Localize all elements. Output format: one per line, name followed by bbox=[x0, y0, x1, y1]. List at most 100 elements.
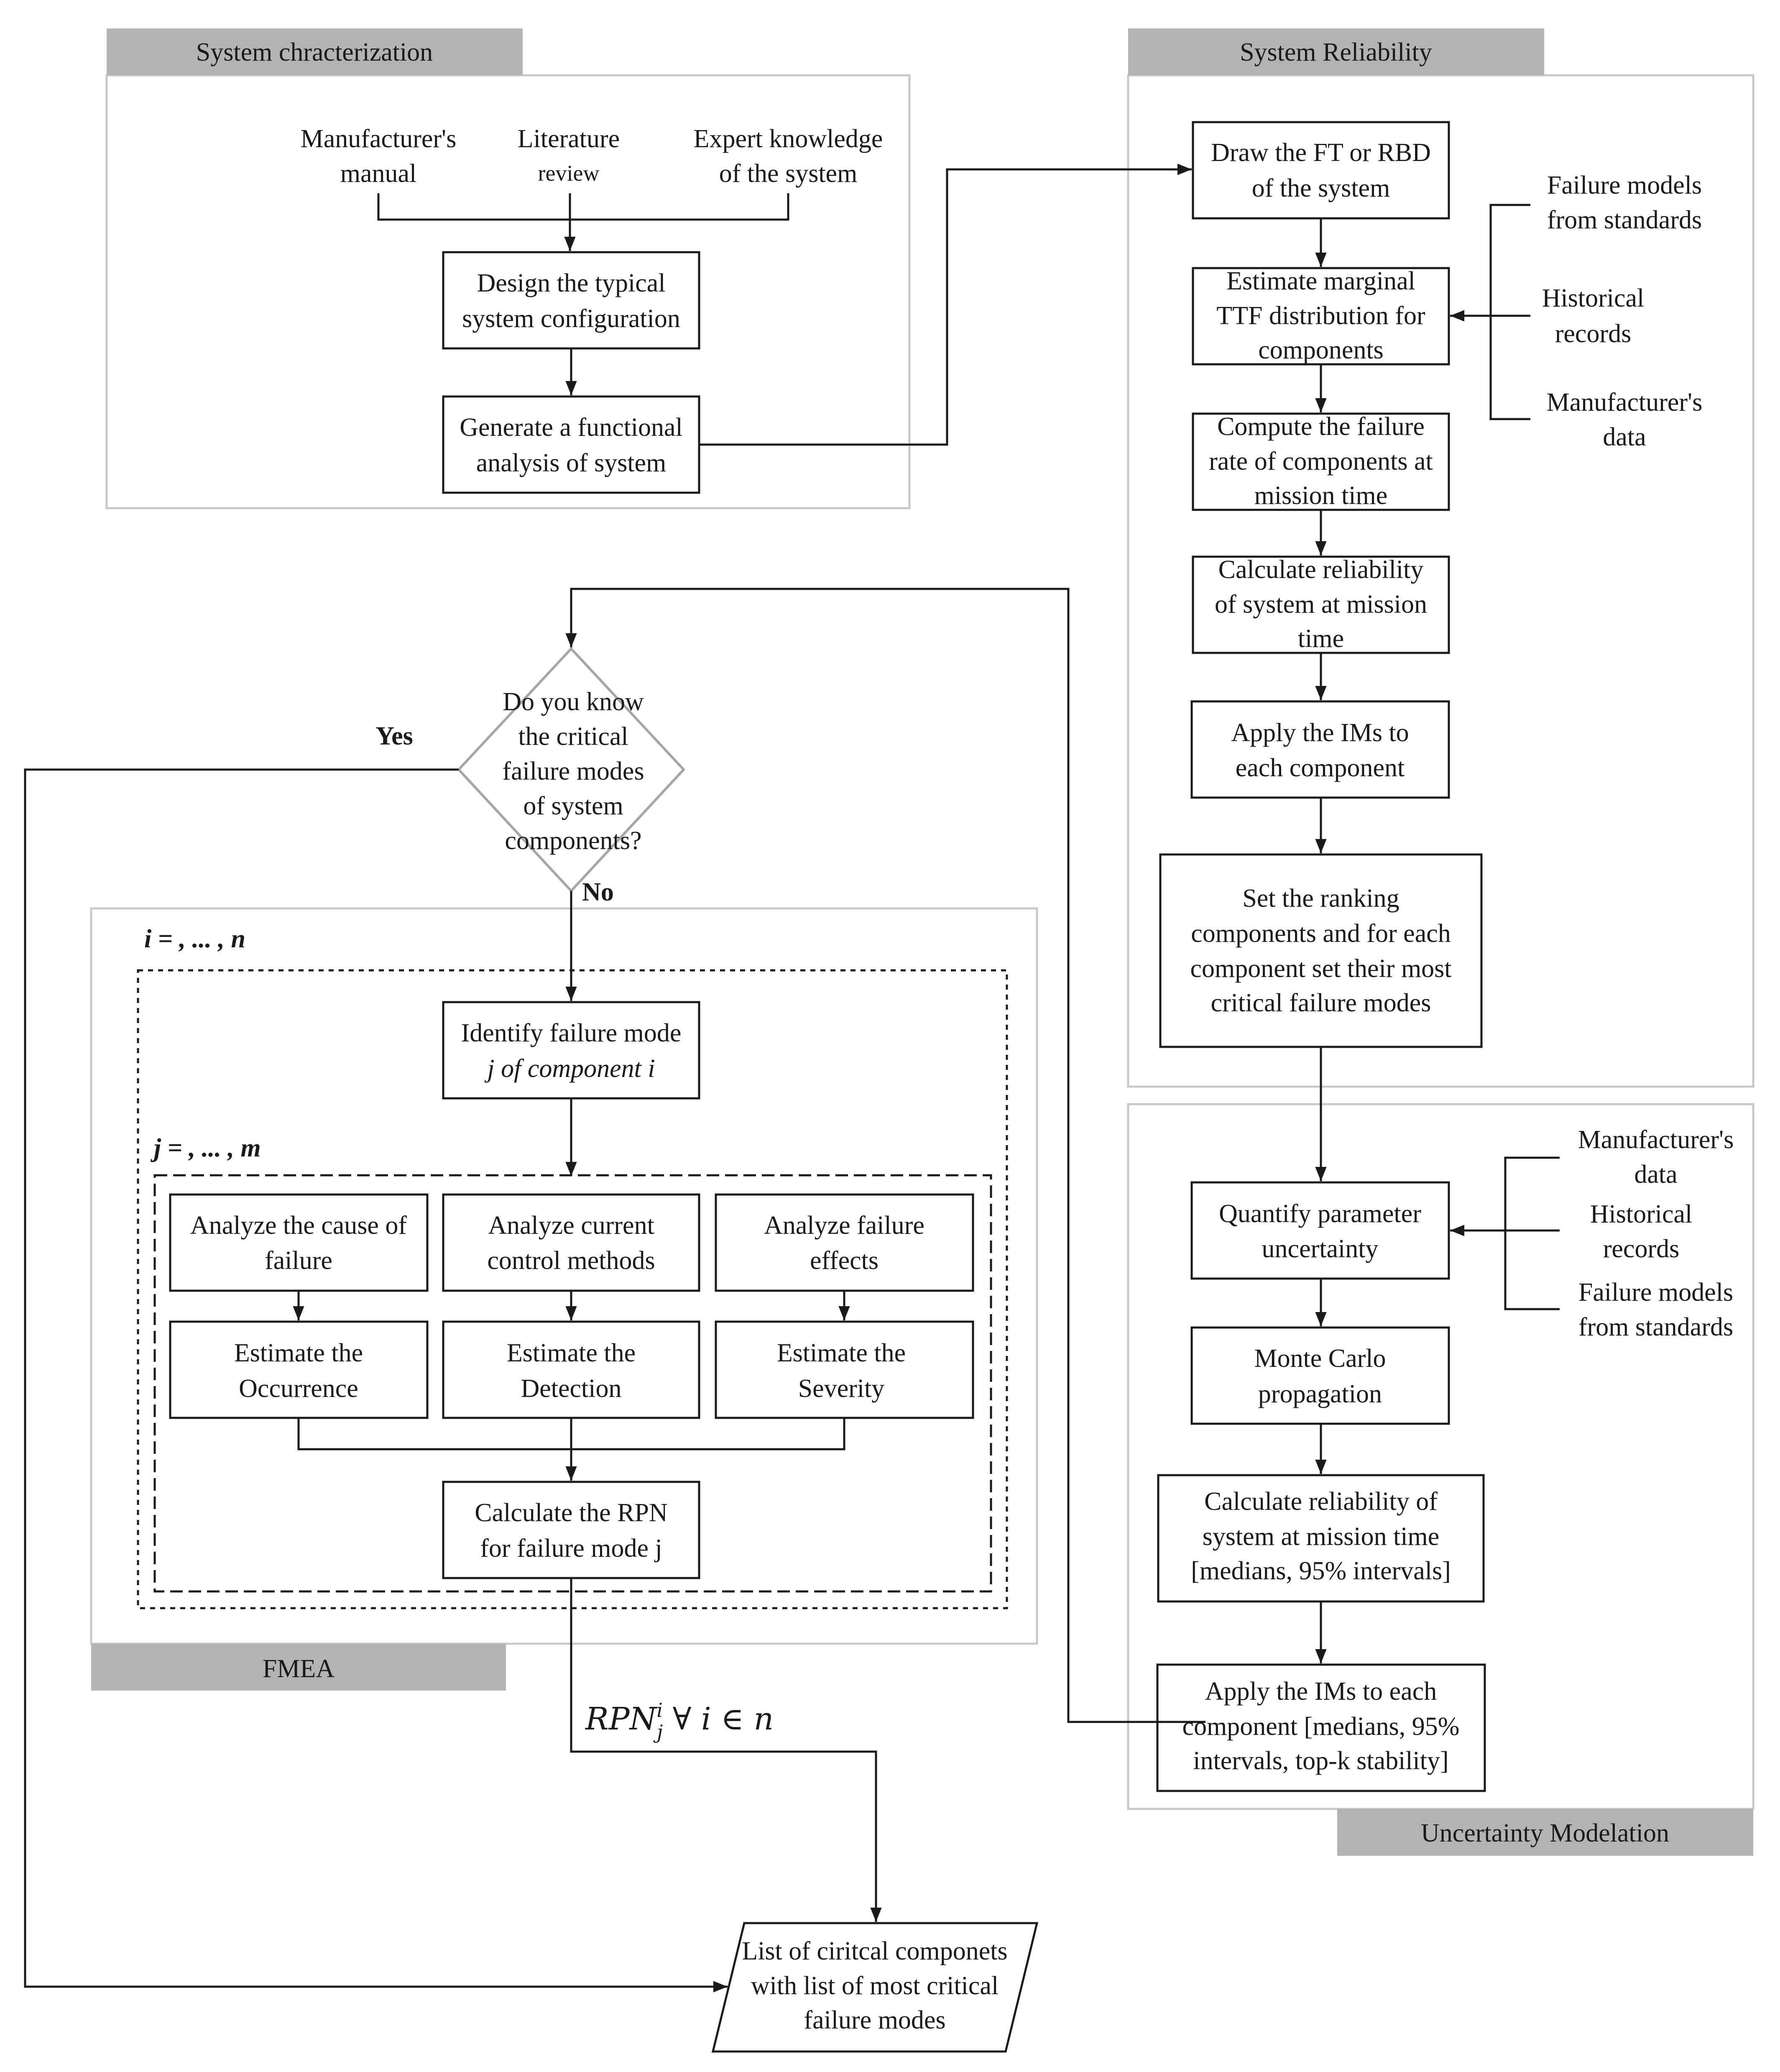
svg-text:Set the ranking: Set the ranking bbox=[1242, 884, 1399, 913]
svg-text:records: records bbox=[1555, 320, 1631, 348]
yes-label: Yes bbox=[375, 722, 413, 750]
calculate-reliability-box: Calculate reliability of system at missi… bbox=[1192, 555, 1450, 654]
compute-failure-rate-box: Compute the failure rate of components a… bbox=[1192, 412, 1450, 511]
fmea-panel bbox=[90, 907, 1038, 1645]
loop-j-label: j = , ... , m bbox=[150, 1134, 261, 1162]
svg-text:Analyze failure: Analyze failure bbox=[764, 1211, 924, 1240]
svg-text:analysis of system: analysis of system bbox=[476, 449, 667, 477]
loop-i-region bbox=[137, 969, 1008, 1609]
svg-text:uncertainty: uncertainty bbox=[1262, 1235, 1379, 1263]
svg-text:component set their most: component set their most bbox=[1190, 954, 1451, 983]
svg-text:components: components bbox=[1258, 336, 1384, 364]
svg-text:Apply the IMs to: Apply the IMs to bbox=[1231, 719, 1409, 747]
svg-text:from standards: from standards bbox=[1578, 1313, 1733, 1341]
svg-text:Literature: Literature bbox=[518, 125, 620, 153]
source-historical-records-2: Historical records bbox=[1590, 1200, 1693, 1263]
svg-text:components?: components? bbox=[505, 826, 641, 855]
svg-text:Identify failure mode: Identify failure mode bbox=[461, 1019, 682, 1047]
svg-text:Design the typical: Design the typical bbox=[477, 269, 665, 297]
calculate-reliability-intervals-box: Calculate reliability of system at missi… bbox=[1157, 1474, 1485, 1603]
svg-text:of the system: of the system bbox=[1252, 174, 1390, 202]
svg-text:components and for each: components and for each bbox=[1191, 919, 1451, 948]
svg-text:Estimate marginal: Estimate marginal bbox=[1226, 267, 1415, 295]
apply-ims-box: Apply the IMs to each component bbox=[1190, 700, 1450, 799]
functional-analysis-box: Generate a functional analysis of system bbox=[442, 395, 700, 494]
svg-text:the critical: the critical bbox=[518, 722, 628, 751]
system-characterization-header: System chracterization bbox=[107, 28, 523, 75]
svg-text:failure modes: failure modes bbox=[804, 2006, 945, 2034]
svg-text:Calculate reliability: Calculate reliability bbox=[1218, 555, 1424, 584]
svg-text:Estimate the: Estimate the bbox=[777, 1339, 906, 1367]
svg-text:Manufacturer's: Manufacturer's bbox=[301, 125, 457, 153]
estimate-detection-box: Estimate the Detection bbox=[442, 1320, 700, 1419]
svg-text:List of ciritcal componets: List of ciritcal componets bbox=[742, 1937, 1007, 1965]
svg-text:Monte Carlo: Monte Carlo bbox=[1254, 1344, 1386, 1373]
svg-text:system at mission time: system at mission time bbox=[1203, 1522, 1440, 1551]
svg-text:Failure models: Failure models bbox=[1547, 171, 1702, 200]
svg-text:Historical: Historical bbox=[1590, 1200, 1693, 1228]
reliability-sources-bracket bbox=[1450, 204, 1530, 420]
svg-text:time: time bbox=[1298, 624, 1344, 653]
svg-text:records: records bbox=[1603, 1235, 1679, 1263]
design-configuration-box: Design the typical system configuration bbox=[442, 251, 700, 350]
svg-text:critical failure modes: critical failure modes bbox=[1211, 989, 1431, 1017]
estimate-ttf-box: Estimate marginal TTF distribution for c… bbox=[1192, 267, 1450, 366]
svg-text:Do you know: Do you know bbox=[503, 688, 644, 716]
svg-text:Draw the FT or RBD: Draw the FT or RBD bbox=[1211, 138, 1431, 167]
analyze-control-methods-box: Analyze current control methods bbox=[442, 1193, 700, 1292]
uncertainty-sources-bracket bbox=[1450, 1156, 1560, 1310]
decision-critical-failure-modes: Do you know the critical failure modes o… bbox=[457, 647, 686, 893]
calculate-rpn-box: Calculate the RPN for failure mode j bbox=[442, 1481, 700, 1579]
source-manufacturers-manual: Manufacturer's manual bbox=[301, 125, 457, 188]
svg-text:Compute the failure: Compute the failure bbox=[1217, 412, 1425, 441]
svg-text:effects: effects bbox=[810, 1246, 879, 1275]
svg-text:Uncertainty Modelation: Uncertainty Modelation bbox=[1421, 1819, 1669, 1847]
svg-text:j of component i: j of component i bbox=[484, 1054, 655, 1083]
svg-text:component [medians, 95%: component [medians, 95% bbox=[1182, 1712, 1460, 1741]
svg-text:Generate a functional: Generate a functional bbox=[460, 413, 683, 442]
svg-text:Analyze current: Analyze current bbox=[488, 1211, 654, 1240]
apply-ims-intervals-box: Apply the IMs to each component [medians… bbox=[1156, 1663, 1486, 1792]
quantify-uncertainty-box: Quantify parameter uncertainty bbox=[1190, 1181, 1450, 1280]
svg-text:System chracterization: System chracterization bbox=[196, 38, 433, 67]
svg-text:Historical: Historical bbox=[1542, 284, 1645, 312]
svg-text:propagation: propagation bbox=[1258, 1380, 1382, 1408]
source-manufacturers-data: Manufacturer's data bbox=[1547, 388, 1703, 451]
source-failure-models-standards-2: Failure models from standards bbox=[1578, 1278, 1733, 1341]
svg-text:[medians, 95% intervals]: [medians, 95% intervals] bbox=[1191, 1557, 1451, 1585]
svg-text:control methods: control methods bbox=[487, 1246, 655, 1275]
svg-text:mission time: mission time bbox=[1254, 481, 1388, 510]
source-historical-records: Historical records bbox=[1542, 284, 1645, 348]
ranking-components-box: Set the ranking components and for each … bbox=[1159, 853, 1483, 1048]
svg-text:Analyze the cause of: Analyze the cause of bbox=[190, 1211, 407, 1240]
svg-text:Apply the IMs to each: Apply the IMs to each bbox=[1205, 1677, 1437, 1706]
svg-text:rate of components at: rate of components at bbox=[1209, 447, 1433, 476]
fmea-header: FMEA bbox=[91, 1644, 506, 1691]
estimate-occurrence-box: Estimate the Occurrence bbox=[169, 1320, 429, 1419]
svg-text:TTF distribution for: TTF distribution for bbox=[1216, 302, 1425, 330]
svg-text:failure: failure bbox=[265, 1246, 332, 1275]
svg-text:for failure mode j: for failure mode j bbox=[480, 1534, 662, 1563]
svg-text:Expert knowledge: Expert knowledge bbox=[694, 125, 883, 153]
svg-text:System Reliability: System Reliability bbox=[1240, 38, 1432, 67]
svg-text:Estimate the: Estimate the bbox=[234, 1339, 363, 1367]
svg-text:of system: of system bbox=[523, 792, 623, 820]
svg-text:Calculate reliability of: Calculate reliability of bbox=[1204, 1487, 1438, 1516]
svg-text:Manufacturer's: Manufacturer's bbox=[1547, 388, 1703, 417]
svg-text:Detection: Detection bbox=[521, 1374, 621, 1403]
svg-text:of the system: of the system bbox=[719, 159, 858, 188]
svg-text:Quantify parameter: Quantify parameter bbox=[1219, 1200, 1421, 1228]
svg-text:Occurrence: Occurrence bbox=[239, 1374, 358, 1403]
system-reliability-header: System Reliability bbox=[1128, 28, 1544, 75]
identify-failure-mode-box: Identify failure mode j of component i bbox=[442, 1001, 700, 1100]
draw-ft-rbd-box: Draw the FT or RBD of the system bbox=[1192, 121, 1450, 220]
arrow-functional-to-draw bbox=[699, 164, 1192, 446]
source-expert-knowledge: Expert knowledge of the system bbox=[694, 125, 883, 188]
svg-text:intervals, top-k stability]: intervals, top-k stability] bbox=[1193, 1747, 1448, 1775]
svg-text:Failure models: Failure models bbox=[1578, 1278, 1733, 1307]
svg-text:manual: manual bbox=[340, 159, 417, 188]
svg-text:system configuration: system configuration bbox=[462, 304, 680, 333]
svg-text:data: data bbox=[1634, 1160, 1677, 1189]
